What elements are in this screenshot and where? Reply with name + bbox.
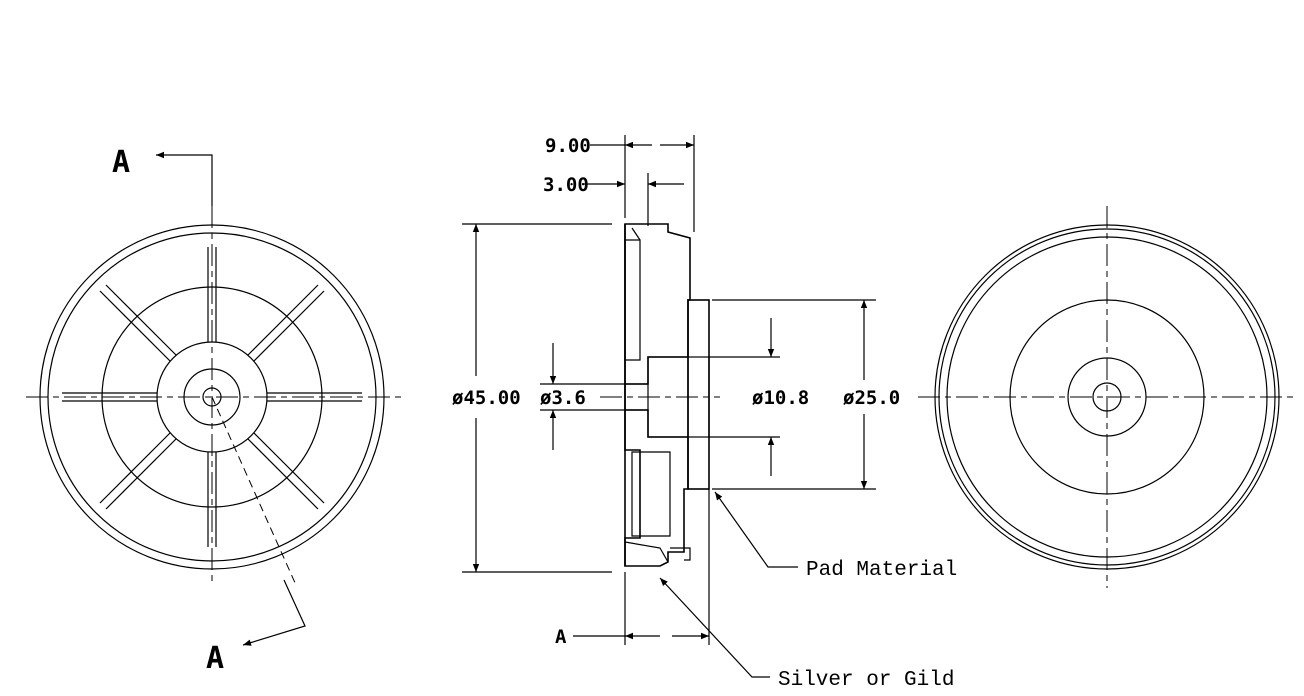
- dim-inner-width: 3.00: [543, 174, 589, 196]
- section-view: ø3.6 ø10.8 ø25.0 ø45.00 9.00 3.00: [452, 135, 957, 692]
- rib-set: [62, 247, 362, 547]
- section-label-top: A: [112, 145, 130, 180]
- dim-outer-diameter: ø45.00: [452, 387, 521, 409]
- dim-total-width: 9.00: [545, 135, 591, 157]
- rear-view: A A: [26, 145, 404, 676]
- dim-hole-diameter: ø3.6: [540, 387, 586, 409]
- dim-bore-diameter: ø10.8: [752, 387, 809, 409]
- section-label-bottom: A: [206, 641, 224, 676]
- dim-pad-diameter: ø25.0: [843, 387, 900, 409]
- callout-plating: Silver or Gild: [778, 669, 954, 692]
- callout-pad-material: Pad Material: [806, 559, 957, 582]
- front-view: [918, 206, 1296, 588]
- section-body: [624, 223, 691, 567]
- pad-material: [687, 299, 710, 490]
- section-label-lower: A: [555, 626, 567, 648]
